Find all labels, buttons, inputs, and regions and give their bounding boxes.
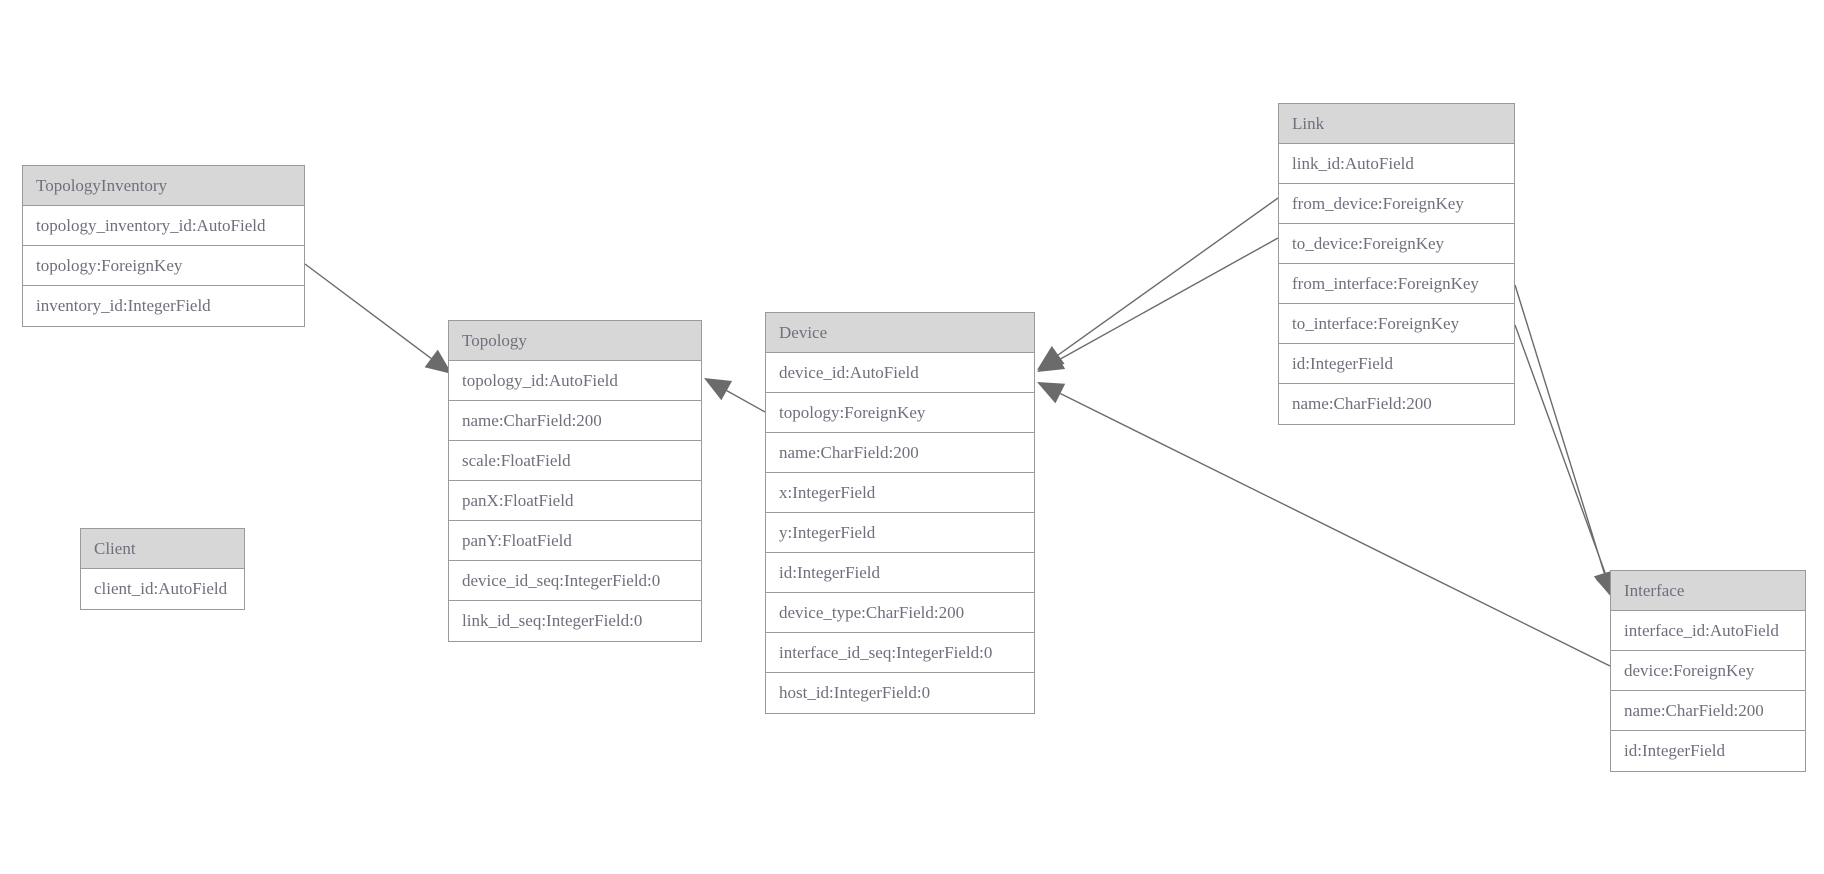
relation-arrowhead-link-from-device: [1037, 345, 1065, 370]
entity-field[interactable]: device:ForeignKey: [1611, 651, 1805, 691]
relation-line-link-to-interface: [1514, 324, 1607, 576]
entity-field[interactable]: interface_id:AutoField: [1611, 611, 1805, 651]
entity-title-link: Link: [1279, 104, 1514, 144]
entity-field[interactable]: from_interface:ForeignKey: [1279, 264, 1514, 304]
entity-field[interactable]: y:IntegerField: [766, 513, 1034, 553]
entity-field[interactable]: x:IntegerField: [766, 473, 1034, 513]
relation-arrowhead-link-to-device: [1037, 349, 1066, 372]
entity-field[interactable]: from_device:ForeignKey: [1279, 184, 1514, 224]
relation-line-topologyinventory-topology: [304, 263, 432, 359]
entity-title-client: Client: [81, 529, 244, 569]
entity-title-topology_inventory: TopologyInventory: [23, 166, 304, 206]
relation-line-device-topology: [726, 390, 766, 413]
entity-field[interactable]: device_type:CharField:200: [766, 593, 1034, 633]
relation-line-link-to-device: [1059, 237, 1279, 360]
entity-field[interactable]: to_device:ForeignKey: [1279, 224, 1514, 264]
entity-field[interactable]: id:IntegerField: [1611, 731, 1805, 771]
relation-arrowhead-interface-device: [1037, 382, 1066, 404]
entity-field[interactable]: topology:ForeignKey: [23, 246, 304, 286]
entity-field[interactable]: to_interface:ForeignKey: [1279, 304, 1514, 344]
entity-field[interactable]: id:IntegerField: [766, 553, 1034, 593]
entity-field[interactable]: scale:FloatField: [449, 441, 701, 481]
relation-line-link-from-interface: [1514, 284, 1605, 574]
relation-line-interface-device: [1059, 392, 1611, 667]
entity-field[interactable]: name:CharField:200: [449, 401, 701, 441]
entity-field[interactable]: name:CharField:200: [766, 433, 1034, 473]
entity-field[interactable]: id:IntegerField: [1279, 344, 1514, 384]
entity-field[interactable]: inventory_id:IntegerField: [23, 286, 304, 326]
entity-field[interactable]: name:CharField:200: [1279, 384, 1514, 424]
entity-title-interface: Interface: [1611, 571, 1805, 611]
entity-title-topology: Topology: [449, 321, 701, 361]
entity-field[interactable]: topology_id:AutoField: [449, 361, 701, 401]
entity-field[interactable]: link_id_seq:IntegerField:0: [449, 601, 701, 641]
entity-field[interactable]: device_id_seq:IntegerField:0: [449, 561, 701, 601]
entity-field[interactable]: panY:FloatField: [449, 521, 701, 561]
entity-field[interactable]: panX:FloatField: [449, 481, 701, 521]
entity-field[interactable]: device_id:AutoField: [766, 353, 1034, 393]
relation-arrowhead-device-topology: [704, 378, 733, 401]
entity-field[interactable]: interface_id_seq:IntegerField:0: [766, 633, 1034, 673]
entity-field[interactable]: topology:ForeignKey: [766, 393, 1034, 433]
entity-field[interactable]: topology_inventory_id:AutoField: [23, 206, 304, 246]
entity-title-device: Device: [766, 313, 1034, 353]
entity-field[interactable]: name:CharField:200: [1611, 691, 1805, 731]
relation-line-link-from-device: [1057, 197, 1279, 356]
entity-field[interactable]: link_id:AutoField: [1279, 144, 1514, 184]
entity-field[interactable]: host_id:IntegerField:0: [766, 673, 1034, 713]
entity-field[interactable]: client_id:AutoField: [81, 569, 244, 609]
